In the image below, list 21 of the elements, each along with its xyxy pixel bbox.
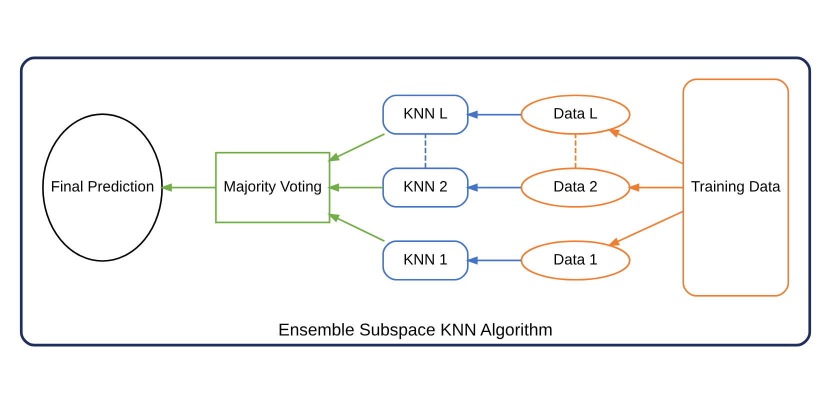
arrow <box>327 133 385 162</box>
node-ellipse: Data 1 <box>520 240 630 281</box>
arrow <box>327 213 385 242</box>
node-ellipse: Data 2 <box>520 167 630 208</box>
node-box: KNN L <box>382 94 469 135</box>
arrow <box>160 183 216 192</box>
node-box: KNN 1 <box>382 240 469 281</box>
node-ellipse: Final Prediction <box>42 113 163 262</box>
node-box: KNN 2 <box>382 167 469 208</box>
node-box: Training Data <box>682 78 790 297</box>
arrow <box>327 183 383 192</box>
arrow <box>466 256 522 265</box>
arrow <box>627 183 683 192</box>
connector <box>574 134 576 168</box>
arrow <box>466 183 522 192</box>
arrow <box>607 210 684 246</box>
connector <box>424 134 426 168</box>
arrow <box>607 128 684 164</box>
node-box: Majority Voting <box>215 152 330 224</box>
node-ellipse: Data L <box>520 94 630 135</box>
arrow <box>466 110 522 119</box>
